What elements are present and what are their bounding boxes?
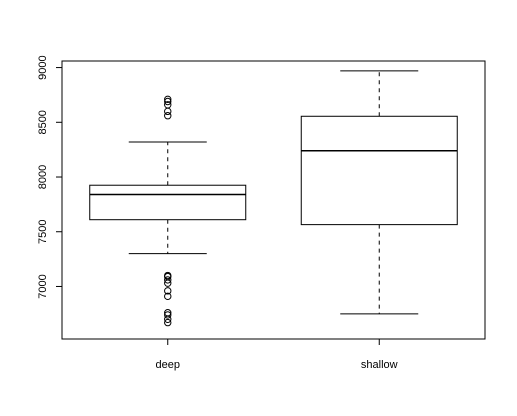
outlier-point xyxy=(164,309,172,317)
x-axis: deep shallow xyxy=(156,339,398,371)
iqr-box xyxy=(300,115,458,226)
outlier-point xyxy=(164,95,172,104)
y-tick-label: 8500 xyxy=(37,110,49,134)
outlier-point xyxy=(164,97,172,106)
box-shallow xyxy=(300,70,458,315)
iqr-box xyxy=(89,184,247,221)
outlier-point xyxy=(164,318,172,327)
y-tick-label: 8000 xyxy=(37,165,49,189)
y-axis: 7000 7500 8000 8500 9000 xyxy=(37,55,62,299)
outlier-point xyxy=(164,101,172,109)
x-tick-label: shallow xyxy=(361,359,398,371)
y-tick-label: 9000 xyxy=(37,55,49,79)
outlier-point xyxy=(164,311,172,319)
outlier-point xyxy=(164,276,172,284)
plot-frame xyxy=(61,60,486,340)
box-deep xyxy=(89,95,247,327)
boxes-layer xyxy=(89,70,458,327)
outlier-point xyxy=(164,107,172,116)
y-tick-label: 7000 xyxy=(37,274,49,298)
outlier-point xyxy=(164,292,172,301)
y-tick-label: 7500 xyxy=(37,219,49,243)
x-tick-label: deep xyxy=(156,359,180,371)
outlier-point xyxy=(164,287,172,295)
outlier-point xyxy=(164,271,172,280)
outlier-point xyxy=(164,112,172,120)
